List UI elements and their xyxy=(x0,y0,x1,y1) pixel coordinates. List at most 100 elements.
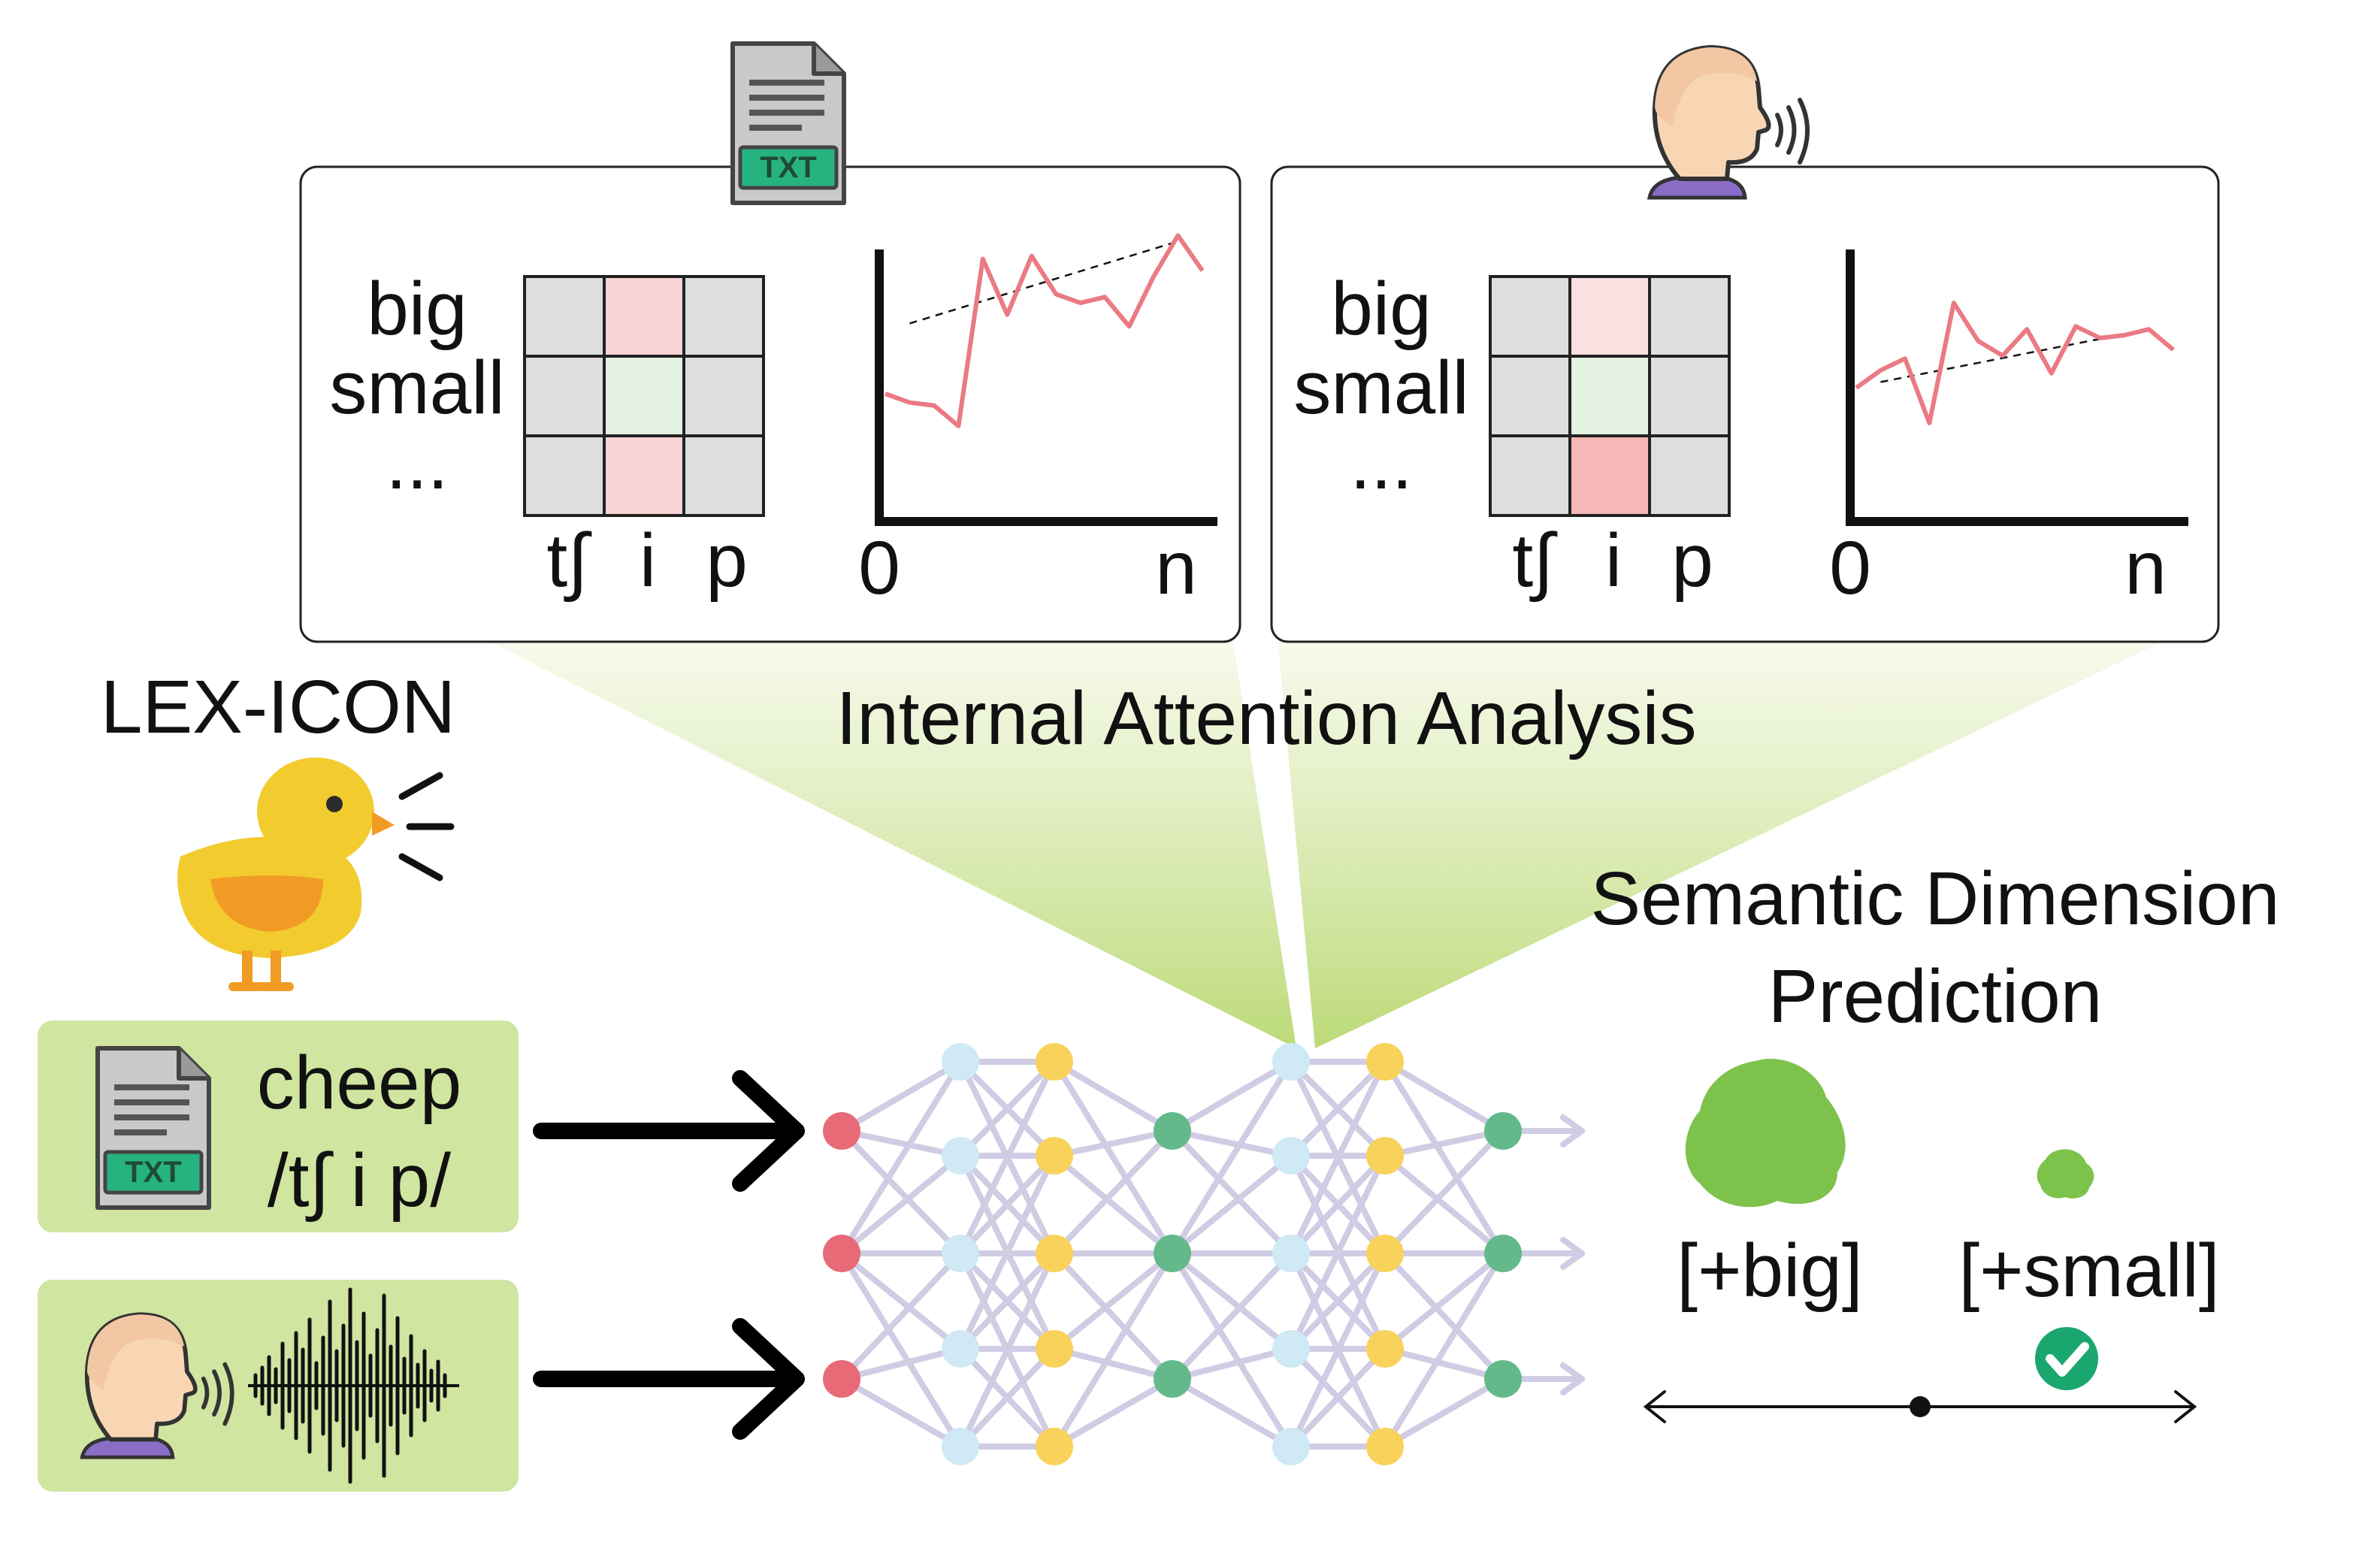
col-label-i: i xyxy=(640,518,656,603)
input-word: cheep xyxy=(257,1041,461,1125)
attention-grid xyxy=(523,275,765,517)
row-label-big: big xyxy=(367,267,467,351)
attention-cell xyxy=(523,434,606,517)
attention-cell xyxy=(523,355,606,437)
axis-start-label: 0 xyxy=(858,526,900,610)
attention-cell xyxy=(682,434,765,517)
option-big-label: [+big] xyxy=(1677,1229,1862,1313)
prediction-label-line1: Semantic Dimension xyxy=(1590,857,2279,941)
network-node xyxy=(942,1428,979,1465)
network-node xyxy=(1154,1112,1191,1150)
col-label-tsh: t∫ xyxy=(546,518,592,603)
txt-document-icon: TXT xyxy=(730,41,846,205)
network-node xyxy=(823,1235,860,1272)
scale-midpoint xyxy=(1910,1396,1931,1417)
axis-end-label: n xyxy=(2124,526,2167,610)
check-icon xyxy=(2035,1327,2098,1390)
row-label-more: ... xyxy=(386,421,448,505)
axis-start-label: 0 xyxy=(1829,526,1871,610)
speaking-head-icon xyxy=(1647,45,1810,200)
attention-cell xyxy=(1568,275,1651,358)
plot-axes xyxy=(1846,249,2188,526)
network-node xyxy=(1272,1137,1310,1175)
attention-cell xyxy=(603,275,685,358)
attention-beam-right xyxy=(1278,637,2172,1048)
attention-cell xyxy=(603,355,685,437)
network-edges xyxy=(839,1059,1506,1450)
panel-speech-attention: big small ... t∫ i p 0 n xyxy=(1270,165,2220,643)
col-label-i: i xyxy=(1605,518,1622,603)
row-label-more: ... xyxy=(1350,421,1412,505)
audio-waveform-icon xyxy=(248,1287,459,1484)
chick-icon xyxy=(177,757,455,991)
trend-line xyxy=(909,240,1178,325)
network-node xyxy=(823,1360,860,1398)
network-node xyxy=(1484,1360,1522,1398)
neural-network xyxy=(823,1043,1585,1465)
network-node xyxy=(1272,1235,1310,1272)
svg-text:TXT: TXT xyxy=(125,1156,182,1189)
axis-end-label: n xyxy=(1155,526,1197,610)
attention-cell xyxy=(1568,355,1651,437)
txt-document-icon: TXT xyxy=(95,1046,211,1210)
speaking-head-icon xyxy=(80,1312,234,1459)
attention-cell xyxy=(603,434,685,517)
panel-text-attention: big small ... t∫ i p 0 n xyxy=(299,165,1241,643)
speech-input-box xyxy=(38,1280,519,1492)
network-nodes xyxy=(823,1043,1522,1465)
network-node xyxy=(1484,1112,1522,1150)
attention-cell xyxy=(1489,434,1571,517)
analysis-label: Internal Attention Analysis xyxy=(836,676,1696,760)
network-node xyxy=(1036,1330,1073,1368)
network-node xyxy=(1272,1428,1310,1465)
semantic-scale-axis xyxy=(1643,1390,2197,1423)
col-label-p: p xyxy=(1671,518,1713,603)
arrow-speech-to-network xyxy=(533,1318,805,1440)
attention-cell xyxy=(682,275,765,358)
row-label-small: small xyxy=(329,346,504,430)
attention-grid xyxy=(1489,275,1731,517)
attention-beam-left xyxy=(481,637,1296,1048)
row-label-big: big xyxy=(1331,267,1431,351)
network-node xyxy=(942,1043,979,1081)
attention-cell xyxy=(1648,275,1731,358)
attention-cell xyxy=(1568,434,1651,517)
attention-line xyxy=(1855,301,2175,425)
network-node xyxy=(1272,1330,1310,1368)
attention-cell xyxy=(1489,355,1571,437)
row-label-small: small xyxy=(1293,346,1468,430)
network-node xyxy=(823,1112,860,1150)
attention-cell xyxy=(682,355,765,437)
attention-line xyxy=(884,233,1205,428)
network-node xyxy=(1036,1428,1073,1465)
network-node xyxy=(1366,1330,1404,1368)
text-input-box: TXT cheep /t∫ i p/ xyxy=(38,1020,519,1232)
attention-cell xyxy=(1489,275,1571,358)
network-node xyxy=(1484,1235,1522,1272)
plot-axes xyxy=(875,249,1217,526)
network-node xyxy=(1366,1137,1404,1175)
arrow-text-to-network xyxy=(533,1070,805,1192)
attention-cell xyxy=(1648,355,1731,437)
network-node xyxy=(1036,1137,1073,1175)
svg-text:TXT: TXT xyxy=(760,151,817,184)
input-ipa: /t∫ i p/ xyxy=(268,1138,451,1223)
network-node xyxy=(1036,1235,1073,1272)
network-node xyxy=(1154,1235,1191,1272)
network-node xyxy=(1272,1043,1310,1081)
network-node xyxy=(942,1330,979,1368)
dataset-label: LEX-ICON xyxy=(101,665,455,749)
network-node xyxy=(1036,1043,1073,1081)
trend-line xyxy=(1880,328,2149,383)
network-node xyxy=(1366,1043,1404,1081)
network-node xyxy=(1366,1428,1404,1465)
big-blob-icon xyxy=(1685,1058,1846,1208)
network-node xyxy=(942,1137,979,1175)
col-label-p: p xyxy=(706,518,748,603)
attention-cell xyxy=(523,275,606,358)
col-label-tsh: t∫ xyxy=(1512,518,1558,603)
network-node xyxy=(1366,1235,1404,1272)
network-node xyxy=(942,1235,979,1272)
prediction-label-line2: Prediction xyxy=(1768,954,2103,1039)
